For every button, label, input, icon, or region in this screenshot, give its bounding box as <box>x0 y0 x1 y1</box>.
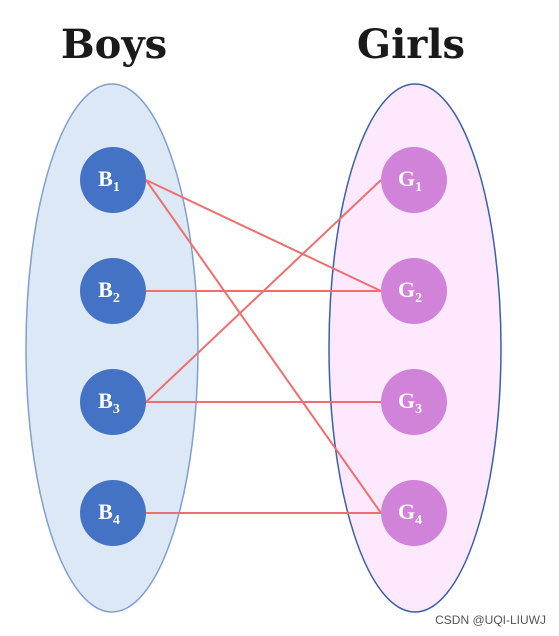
node-subscript: 3 <box>113 402 120 417</box>
node-subscript: 3 <box>415 402 422 417</box>
node-circle-b2 <box>80 258 146 324</box>
node-b1: B1 <box>80 147 146 213</box>
node-circle-g4 <box>381 480 447 546</box>
node-label-b4: B4 <box>98 499 120 528</box>
node-letter: G <box>398 277 415 302</box>
node-letter: G <box>398 499 415 524</box>
node-label-g1: G1 <box>398 166 422 195</box>
node-letter: G <box>398 166 415 191</box>
node-letter: B <box>98 166 113 191</box>
node-b3: B3 <box>80 369 146 435</box>
node-letter: G <box>398 388 415 413</box>
node-letter: B <box>98 277 113 302</box>
node-subscript: 2 <box>415 291 422 306</box>
node-subscript: 1 <box>113 180 120 195</box>
node-subscript: 4 <box>415 513 422 528</box>
node-label-g2: G2 <box>398 277 422 306</box>
boys-title: Boys <box>61 21 167 68</box>
node-subscript: 1 <box>415 180 422 195</box>
node-b4: B4 <box>80 480 146 546</box>
edge-b1-g2 <box>145 179 382 292</box>
node-label-b3: B3 <box>98 388 120 417</box>
node-circle-g2 <box>381 258 447 324</box>
node-b2: B2 <box>80 258 146 324</box>
node-subscript: 2 <box>113 291 120 306</box>
girls-title: Girls <box>357 21 465 68</box>
node-circle-b1 <box>80 147 146 213</box>
node-circle-g3 <box>381 369 447 435</box>
watermark-text: CSDN @UQI-LIUWJ <box>435 613 546 627</box>
edges-layer <box>145 179 382 514</box>
node-g4: G4 <box>381 480 447 546</box>
edge-b1-g4 <box>145 179 382 514</box>
node-label-g4: G4 <box>398 499 422 528</box>
boys-group-ellipse <box>25 83 199 613</box>
node-circle-g1 <box>381 147 447 213</box>
node-g2: G2 <box>381 258 447 324</box>
node-letter: B <box>98 499 113 524</box>
node-label-g3: G3 <box>398 388 422 417</box>
node-circle-b3 <box>80 369 146 435</box>
node-subscript: 4 <box>113 513 120 528</box>
node-g1: G1 <box>381 147 447 213</box>
node-letter: B <box>98 388 113 413</box>
girls-group-ellipse <box>328 83 502 613</box>
node-circle-b4 <box>80 480 146 546</box>
node-g3: G3 <box>381 369 447 435</box>
edge-b3-g1 <box>145 179 382 403</box>
node-label-b1: B1 <box>98 166 120 195</box>
node-label-b2: B2 <box>98 277 120 306</box>
